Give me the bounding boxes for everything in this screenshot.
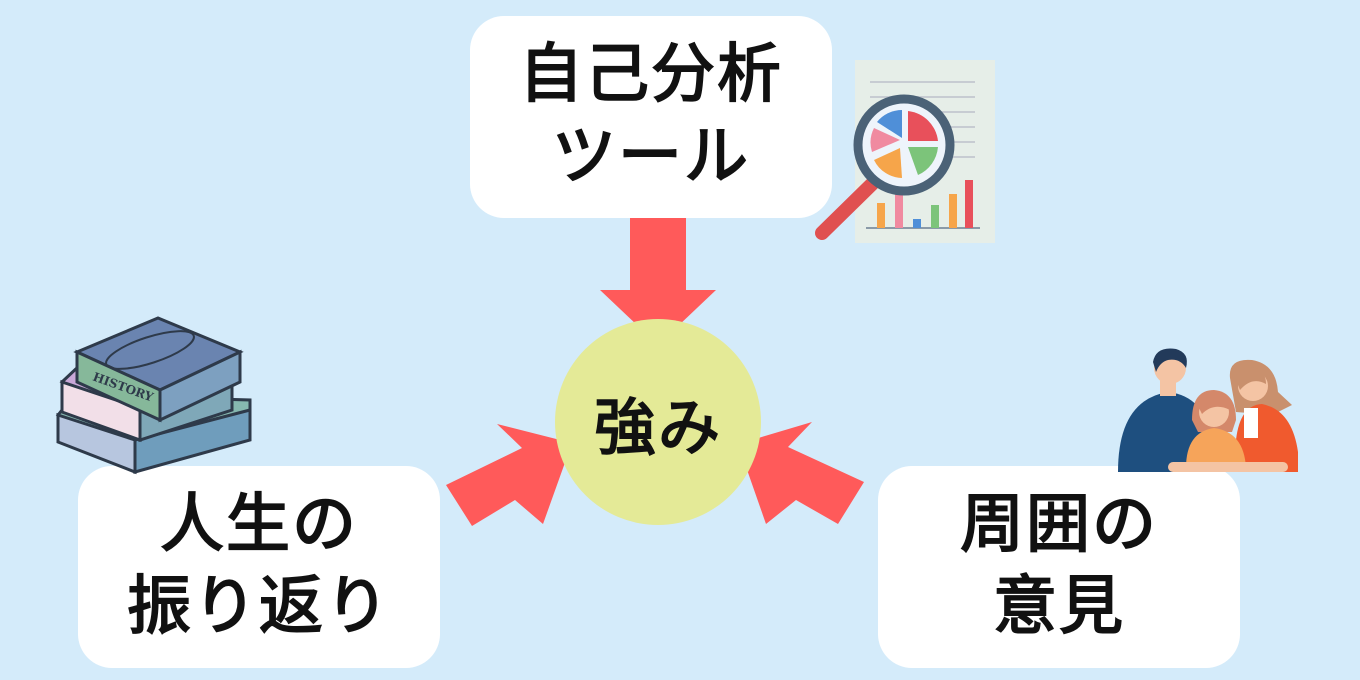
source-box-self-analysis-tool: 自己分析 ツール [470, 16, 832, 218]
hub-label: 強み [593, 391, 722, 464]
source-label-line1: 自己分析 [519, 38, 783, 113]
source-box-others-opinion: 周囲の 意見 [878, 466, 1240, 668]
arrow-right [738, 422, 864, 524]
arrow-top [600, 218, 716, 345]
source-label-line1: 周囲の [960, 488, 1158, 563]
strength-hub: 強み [555, 319, 761, 525]
source-box-life-review: 人生の 振り返り [78, 466, 440, 668]
source-label-line2: ツール [552, 120, 750, 194]
source-label-line2: 振り返り [127, 570, 391, 644]
source-label-line1: 人生の [160, 488, 358, 563]
arrow-left [446, 424, 572, 526]
source-label-line2: 意見 [993, 570, 1125, 644]
